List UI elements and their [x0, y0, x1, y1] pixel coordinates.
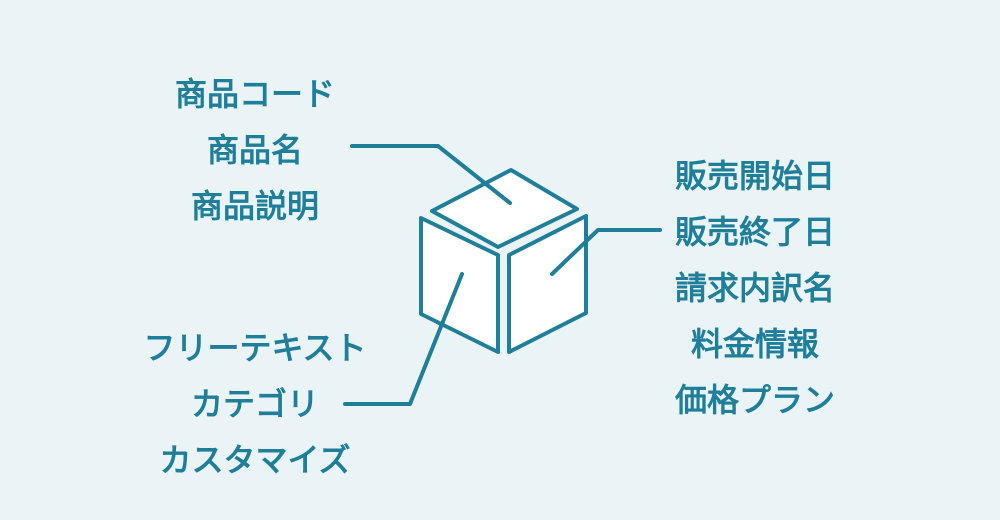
label-item: 商品名 — [206, 131, 303, 169]
connector-top-left — [350, 144, 512, 205]
label-group-top-left: 商品コード 商品名 商品説明 — [150, 66, 360, 234]
label-item: 商品コード — [174, 75, 335, 113]
label-item: 販売開始日 — [674, 157, 835, 195]
label-item: 商品説明 — [190, 187, 319, 225]
connector-right — [550, 228, 662, 276]
label-item: カスタマイズ — [159, 441, 351, 479]
label-group-right: 販売開始日 販売終了日 請求内訳名 料金情報 価格プラン — [650, 148, 860, 428]
label-item: 販売終了日 — [674, 213, 835, 251]
box-right-face — [507, 214, 588, 354]
label-item: 料金情報 — [690, 325, 819, 363]
label-item: 請求内訳名 — [674, 269, 835, 307]
label-item: カテゴリ — [190, 385, 319, 423]
label-group-bottom-left: フリーテキスト カテゴリ カスタマイズ — [130, 320, 380, 488]
connector-bottom-left — [343, 272, 464, 406]
label-item: フリーテキスト — [143, 329, 367, 367]
label-item: 価格プラン — [674, 381, 835, 419]
